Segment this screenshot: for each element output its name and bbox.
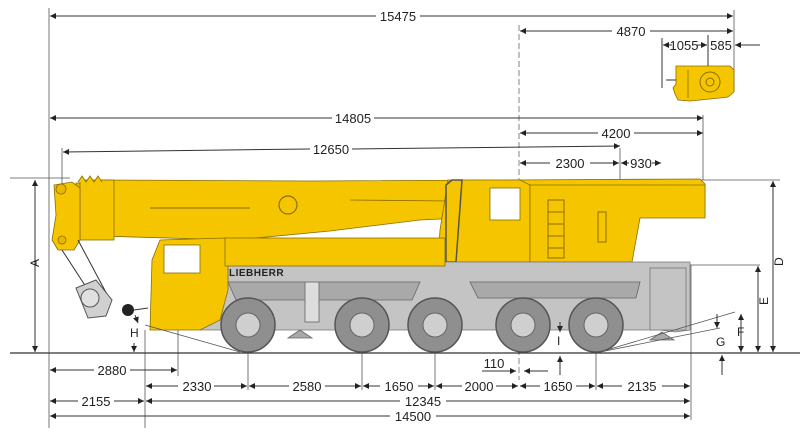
dim-14500: 14500 — [395, 409, 431, 424]
label-H: H — [130, 326, 139, 340]
top-dimension-lines — [50, 13, 760, 166]
dim-2155: 2155 — [82, 394, 111, 409]
dim-12345: 12345 — [405, 394, 441, 409]
dim-2880: 2880 — [98, 363, 127, 378]
dim-2580: 2580 — [293, 379, 322, 394]
label-D: D — [772, 257, 786, 266]
dim-1650-a: 1650 — [385, 379, 414, 394]
dim-1055: 1055 — [670, 38, 699, 53]
dim-585: 585 — [710, 38, 732, 53]
dim-2000: 2000 — [465, 379, 494, 394]
dim-930: 930 — [630, 156, 652, 171]
dim-2300: 2300 — [556, 156, 585, 171]
bottom-dimension-labels: 2880 2330 2580 1650 2000 1650 2135 110 2… — [82, 356, 657, 424]
dim-14805: 14805 — [335, 111, 371, 126]
height-letter-labels: A D E F G H I — [28, 257, 786, 349]
superstructure — [437, 179, 706, 263]
dim-2330: 2330 — [183, 379, 212, 394]
label-G: G — [716, 335, 725, 349]
dim-12650: 12650 — [313, 142, 349, 157]
label-E: E — [757, 297, 771, 305]
dim-2135: 2135 — [628, 379, 657, 394]
dim-4870: 4870 — [617, 24, 646, 39]
extension-lines — [48, 8, 780, 428]
brand-logo: LIEBHERR — [229, 268, 284, 279]
bottom-dimension-lines — [50, 367, 690, 419]
label-A: A — [28, 259, 42, 267]
driver-cab: LIEBHERR — [149, 237, 446, 331]
label-F: F — [737, 325, 744, 339]
label-I: I — [557, 334, 560, 348]
angle-lines — [144, 311, 736, 353]
carrier-chassis — [199, 261, 691, 341]
dim-overall-15475: 15475 — [380, 9, 416, 24]
hook-block — [61, 239, 149, 319]
dim-1650-b: 1650 — [544, 379, 573, 394]
counterweight-plan-view — [666, 65, 735, 102]
top-dimension-labels: 15475 4870 1055 585 14805 4200 12650 230… — [313, 9, 732, 171]
dim-110: 110 — [484, 356, 505, 371]
wheels — [220, 297, 624, 353]
dim-4200: 4200 — [602, 126, 631, 141]
height-dimension-lines — [10, 177, 776, 375]
